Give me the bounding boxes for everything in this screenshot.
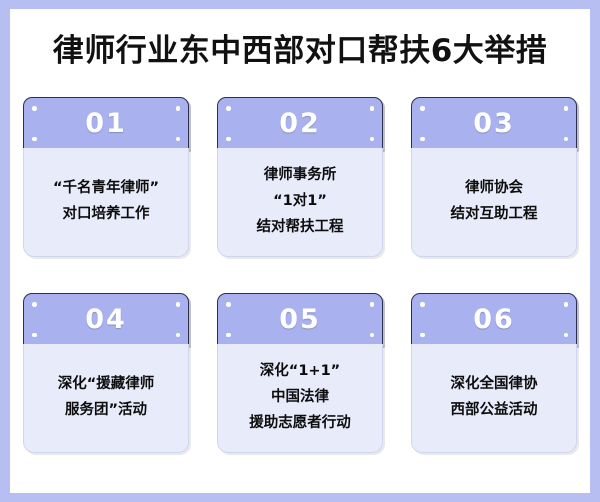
- screw-dot-top-left-icon: [420, 302, 425, 307]
- card-text-line: 服务团”活动: [64, 402, 148, 419]
- card-number-06: 06: [473, 304, 515, 335]
- measure-card-05: 05 深化“1+1” 中国法律 援助志愿者行动: [217, 293, 383, 455]
- measure-card-01: 01 “千名青年律师” 对口培养工作: [23, 97, 189, 259]
- card-number-05: 05: [279, 304, 321, 335]
- card-text-line: 深化“1+1”: [259, 363, 341, 380]
- card-text-line: 律师协会: [465, 180, 523, 197]
- card-body-06: 深化全国律协 西部公益活动: [411, 344, 577, 454]
- card-body-04: 深化“援藏律师 服务团”活动: [23, 344, 189, 454]
- measures-grid: 01 “千名青年律师” 对口培养工作 02 律师事务所 “1对1” 结对帮扶工程: [23, 97, 577, 469]
- screw-dot-top-left-icon: [226, 106, 231, 111]
- screw-dot-top-right-icon: [563, 106, 568, 111]
- card-header-01: 01: [23, 97, 189, 150]
- screw-dot-bottom-left-icon: [32, 332, 37, 337]
- measure-card-04: 04 深化“援藏律师 服务团”活动: [23, 293, 189, 455]
- card-body-02: 律师事务所 “1对1” 结对帮扶工程: [217, 148, 383, 258]
- card-text-line: 中国法律: [271, 389, 329, 406]
- card-number-01: 01: [85, 108, 127, 139]
- screw-dot-bottom-left-icon: [226, 136, 231, 141]
- card-body-01: “千名青年律师” 对口培养工作: [23, 148, 189, 258]
- card-text-line: 结对互助工程: [450, 206, 538, 223]
- screw-dot-top-right-icon: [369, 302, 374, 307]
- screw-dot-bottom-left-icon: [226, 332, 231, 337]
- card-header-05: 05: [217, 293, 383, 346]
- poster-canvas: 律师行业东中西部对口帮扶6大举措 01 “千名青年律师” 对口培养工作 02: [10, 9, 590, 493]
- measure-card-02: 02 律师事务所 “1对1” 结对帮扶工程: [217, 97, 383, 259]
- screw-dot-bottom-right-icon: [563, 136, 568, 141]
- screw-dot-bottom-right-icon: [563, 332, 568, 337]
- card-number-03: 03: [473, 108, 515, 139]
- screw-dot-bottom-left-icon: [420, 136, 425, 141]
- screw-dot-top-left-icon: [226, 302, 231, 307]
- screw-dot-top-right-icon: [369, 106, 374, 111]
- measure-card-03: 03 律师协会 结对互助工程: [411, 97, 577, 259]
- card-number-02: 02: [279, 108, 321, 139]
- measure-card-06: 06 深化全国律协 西部公益活动: [411, 293, 577, 455]
- screw-dot-top-left-icon: [32, 302, 37, 307]
- card-text-line: “1对1”: [273, 193, 327, 210]
- screw-dot-top-right-icon: [563, 302, 568, 307]
- card-text-line: 律师事务所: [263, 167, 337, 184]
- card-text-line: 援助志愿者行动: [249, 415, 351, 432]
- screw-dot-top-right-icon: [175, 106, 180, 111]
- card-body-03: 律师协会 结对互助工程: [411, 148, 577, 258]
- screw-dot-bottom-right-icon: [175, 332, 180, 337]
- card-text-line: “千名青年律师”: [52, 180, 160, 197]
- card-number-04: 04: [85, 304, 127, 335]
- card-header-06: 06: [411, 293, 577, 346]
- screw-dot-bottom-left-icon: [32, 136, 37, 141]
- page-title: 律师行业东中西部对口帮扶6大举措: [52, 33, 548, 69]
- screw-dot-bottom-right-icon: [175, 136, 180, 141]
- card-text-line: 对口培养工作: [62, 206, 150, 223]
- card-header-02: 02: [217, 97, 383, 150]
- screw-dot-bottom-right-icon: [369, 332, 374, 337]
- screw-dot-top-right-icon: [175, 302, 180, 307]
- card-text-line: 深化“援藏律师: [57, 376, 155, 393]
- card-text-line: 西部公益活动: [450, 402, 538, 419]
- card-body-05: 深化“1+1” 中国法律 援助志愿者行动: [217, 344, 383, 454]
- screw-dot-top-left-icon: [420, 106, 425, 111]
- screw-dot-bottom-left-icon: [420, 332, 425, 337]
- screw-dot-top-left-icon: [32, 106, 37, 111]
- card-text-line: 深化全国律协: [450, 376, 538, 393]
- card-header-03: 03: [411, 97, 577, 150]
- card-header-04: 04: [23, 293, 189, 346]
- screw-dot-bottom-right-icon: [369, 136, 374, 141]
- card-text-line: 结对帮扶工程: [256, 219, 344, 236]
